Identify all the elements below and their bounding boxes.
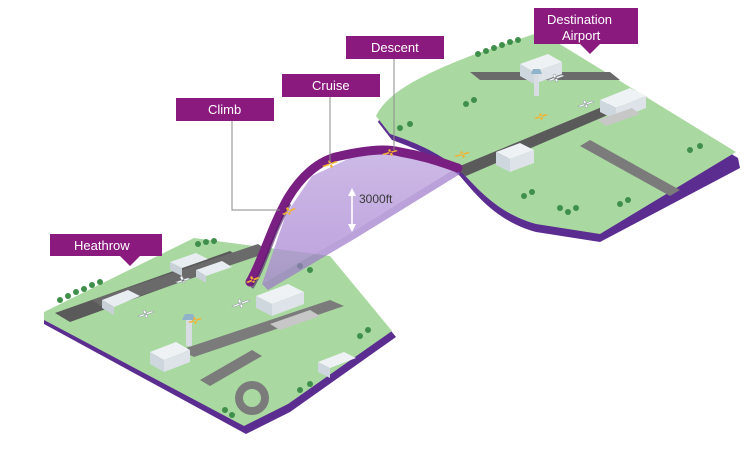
- descent-label: Descent: [371, 40, 419, 55]
- flight-path-planes: [246, 149, 470, 283]
- destination-label-line1: Destination: [547, 12, 612, 27]
- heathrow-callout: Heathrow: [50, 234, 162, 266]
- altitude-indicator: 3000ft: [348, 188, 393, 232]
- climb-label: Climb: [208, 102, 241, 117]
- parked-planes: [137, 275, 251, 319]
- destination-label-line2: Airport: [562, 28, 601, 43]
- cruise-callout: Cruise: [282, 74, 380, 162]
- control-tower: [186, 320, 192, 346]
- climb-callout: Climb: [176, 98, 280, 211]
- destination-parked-planes: [547, 73, 595, 109]
- destination-callout: Destination Airport: [534, 8, 638, 54]
- altitude-band: [262, 150, 460, 290]
- descent-callout: Descent: [346, 36, 444, 150]
- destination-runway-plane: [534, 113, 548, 120]
- heathrow-buildings: [102, 253, 356, 378]
- heathrow-airport-island: [44, 238, 396, 434]
- destination-control-tower: [534, 74, 539, 96]
- altitude-label: 3000ft: [359, 192, 393, 206]
- heathrow-label: Heathrow: [74, 238, 130, 253]
- destination-buildings: [496, 54, 646, 172]
- flight-path: [245, 145, 463, 287]
- heathrow-runway-plane: [188, 317, 202, 324]
- destination-trees: [397, 37, 703, 215]
- destination-airport-island: [376, 32, 740, 242]
- cruise-label: Cruise: [312, 78, 350, 93]
